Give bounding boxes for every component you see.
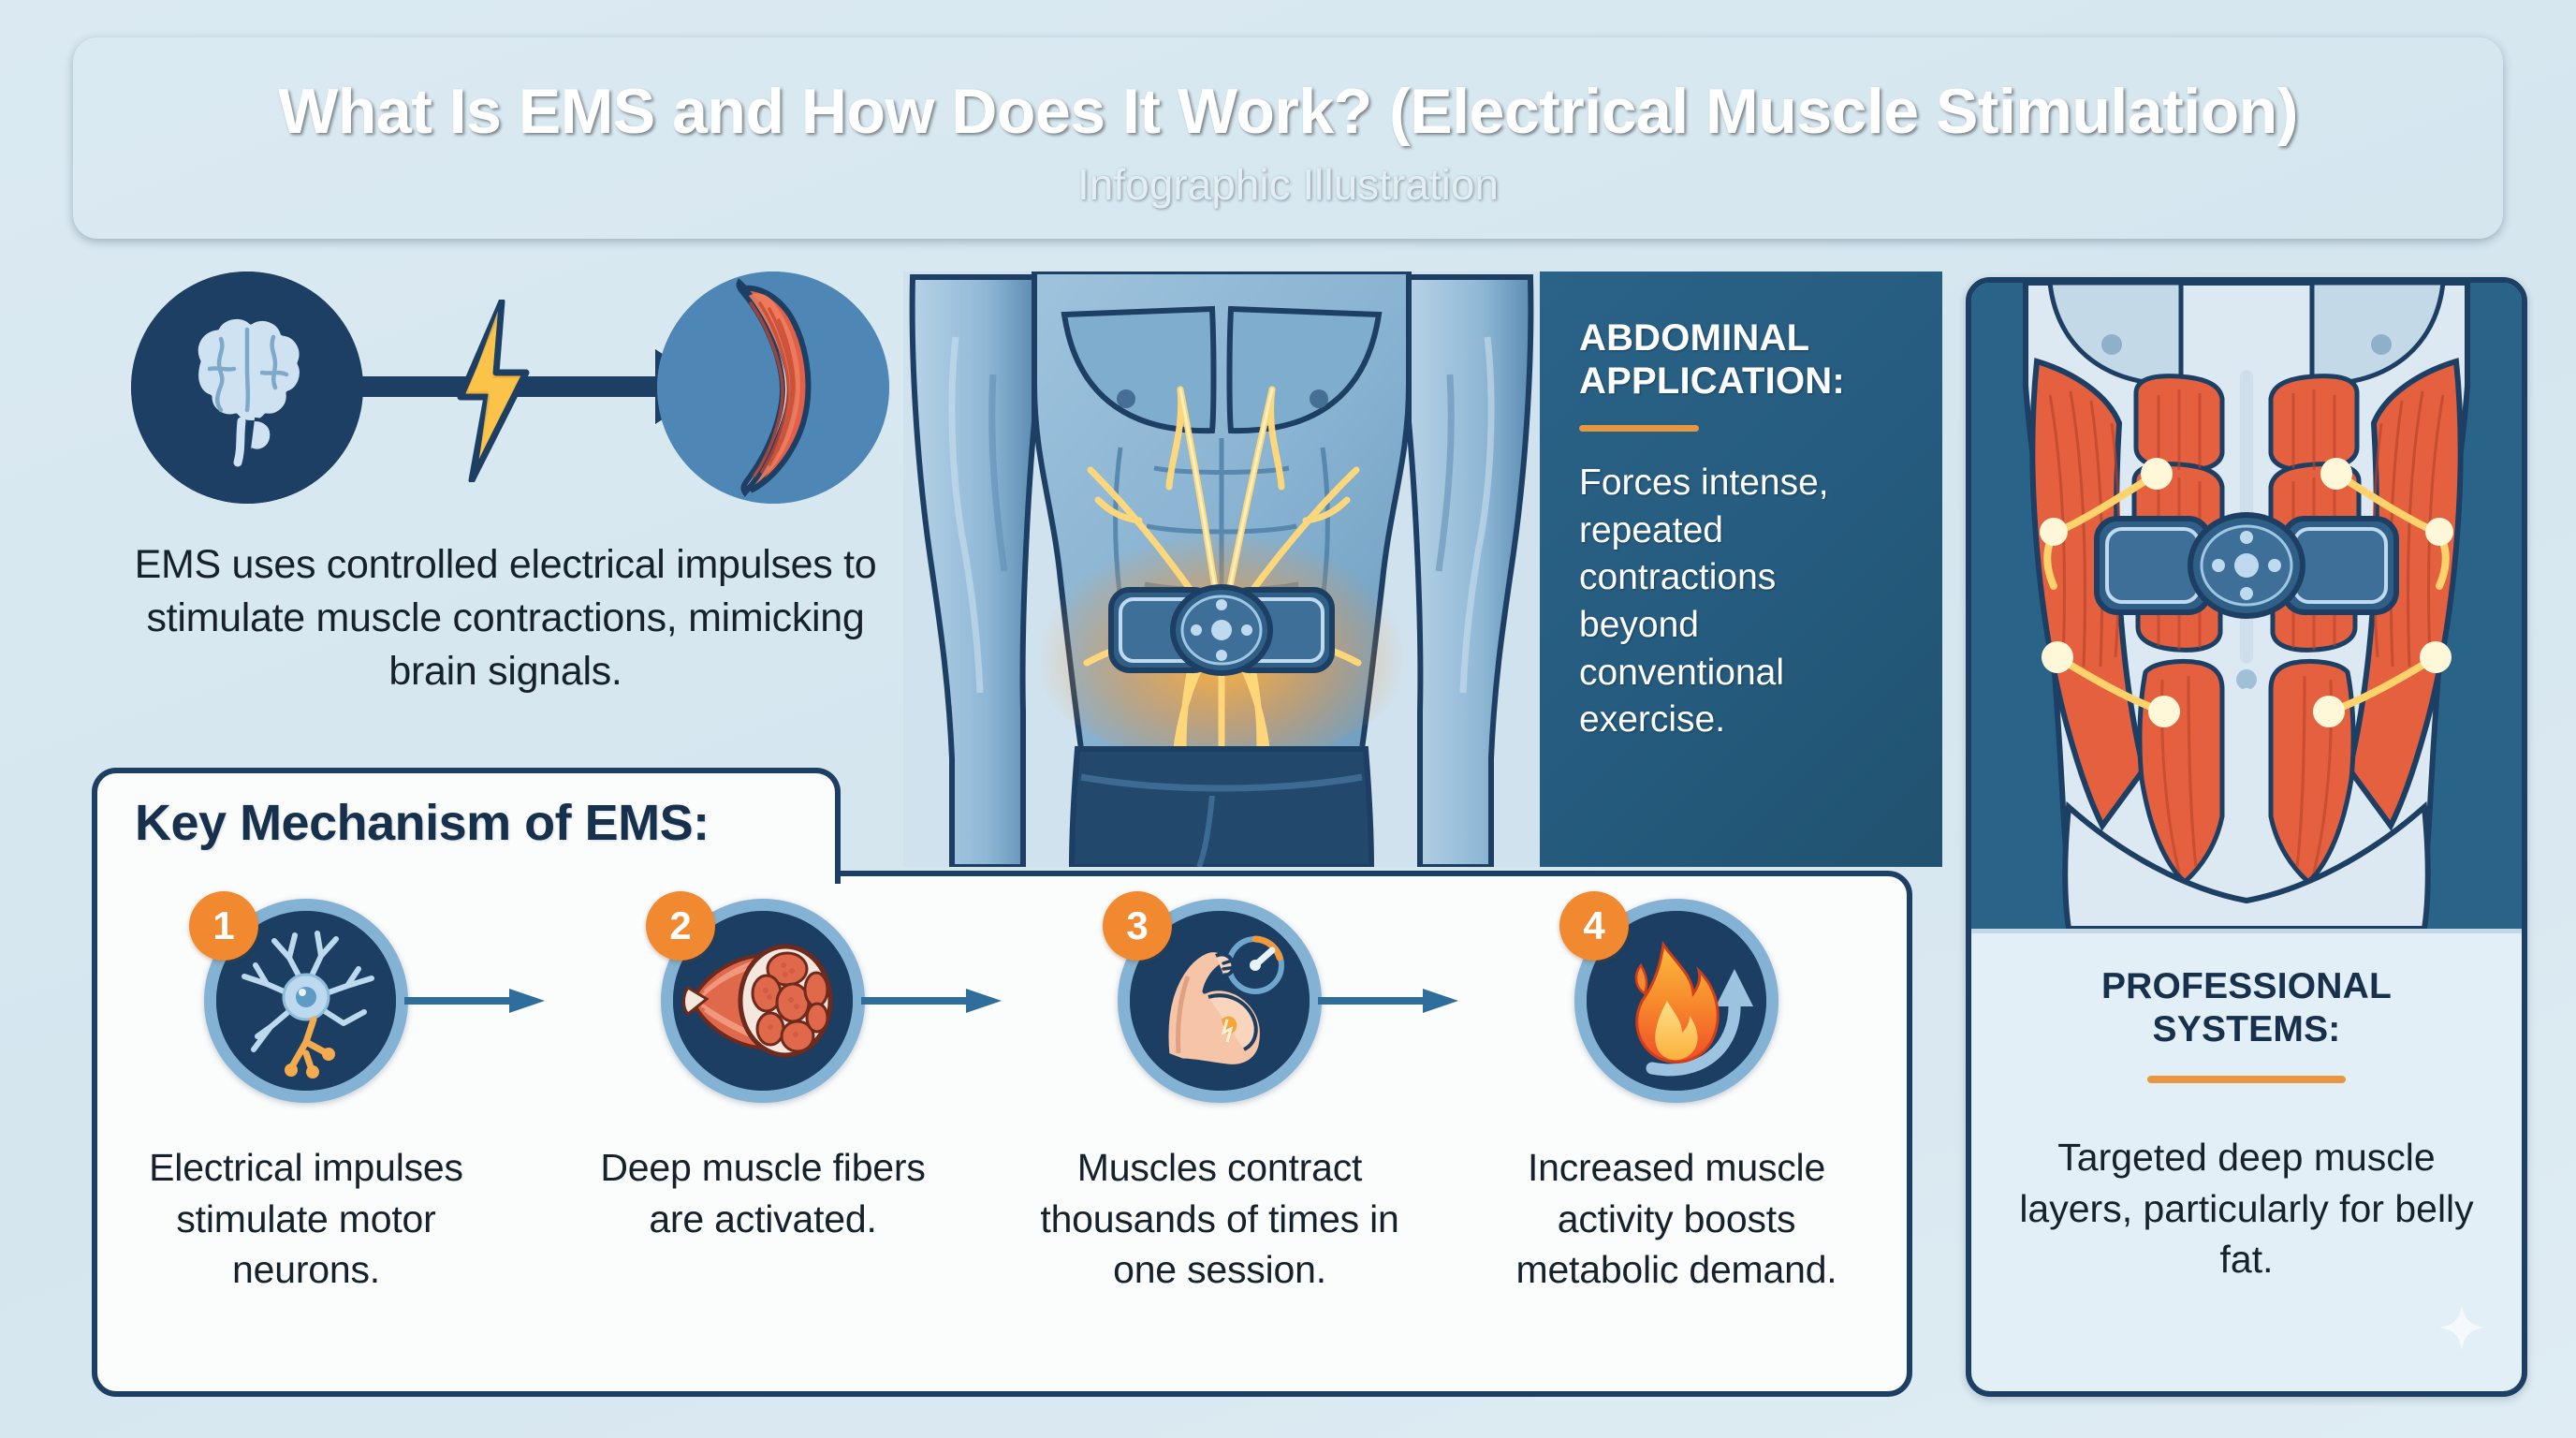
step-icon-wrap: 4 [1559,891,1778,1103]
page-subtitle: Infographic Illustration [1076,159,1500,209]
key-mechanism-card: Key Mechanism of EMS: [92,768,1912,1397]
mechanism-step: 3 Muscles contract thousands of times in… [1028,891,1412,1296]
abdominal-application-panel: ABDOMINAL APPLICATION: Forces intense, r… [1540,271,1942,867]
brain-to-muscle-flow-diagram [131,271,889,506]
mechanism-step: 2 Deep muscle fibers are activated. [571,891,955,1244]
abdominal-anatomy-illustration [1971,283,2522,929]
step-icon-wrap: 2 [646,891,865,1103]
step-caption: Muscles contract thousands of times in o… [1040,1146,1399,1292]
intro-paragraph: EMS uses controlled electrical impulses … [134,542,877,694]
sparkle-icon [2437,1303,2486,1352]
right-arrow-icon [861,989,1002,1013]
professional-systems-text: PROFESSIONAL SYSTEMS: Targeted deep musc… [1971,933,2522,1285]
step-number-badge: 3 [1103,891,1172,961]
professional-systems-body: Targeted deep muscle layers, particularl… [2019,1136,2474,1282]
step-number-badge: 4 [1559,891,1629,961]
mechanism-step: 4 Increased muscle activity boosts metab… [1485,891,1868,1296]
muscle-icon [657,271,889,504]
professional-systems-heading: PROFESSIONAL SYSTEMS: [2100,966,2393,1050]
key-mechanism-seam [97,871,835,880]
step-icon-wrap: 1 [189,891,408,1103]
step-icon-wrap: 3 [1103,891,1322,1103]
title-banner: What Is EMS and How Does It Work? (Elect… [73,37,2503,239]
step-caption: Electrical impulses stimulate motor neur… [149,1146,463,1292]
professional-systems-card: PROFESSIONAL SYSTEMS: Targeted deep musc… [1966,277,2527,1397]
muscle-fiber-cross-section-icon [661,899,865,1103]
step-number-badge: 2 [646,891,715,961]
mechanism-step: 1 Electrical impulses stimulate motor ne… [114,891,498,1296]
step-caption: Deep muscle fibers are activated. [600,1146,926,1240]
torso-illustration [903,271,1540,867]
professional-accent-rule [2147,1076,2346,1084]
right-arrow-icon [1318,989,1458,1013]
abdominal-application-heading: ABDOMINAL APPLICATION: [1579,317,1845,402]
mechanism-steps-row: 1 Electrical impulses stimulate motor ne… [114,891,1893,1367]
step-number-badge: 1 [189,891,258,961]
right-arrow-icon [404,989,545,1013]
brain-icon [131,271,363,504]
step-caption: Increased muscle activity boosts metabol… [1515,1146,1837,1292]
abdominal-application-body: Forces intense, repeated contractions be… [1579,462,1829,741]
key-mechanism-title: Key Mechanism of EMS: [135,795,710,851]
abdominal-accent-rule [1579,425,1699,432]
page-title: What Is EMS and How Does It Work? (Elect… [278,75,2298,147]
card-divider [1971,929,2522,933]
lightning-bolt-icon [440,298,543,484]
key-mechanism-tab [92,768,841,884]
